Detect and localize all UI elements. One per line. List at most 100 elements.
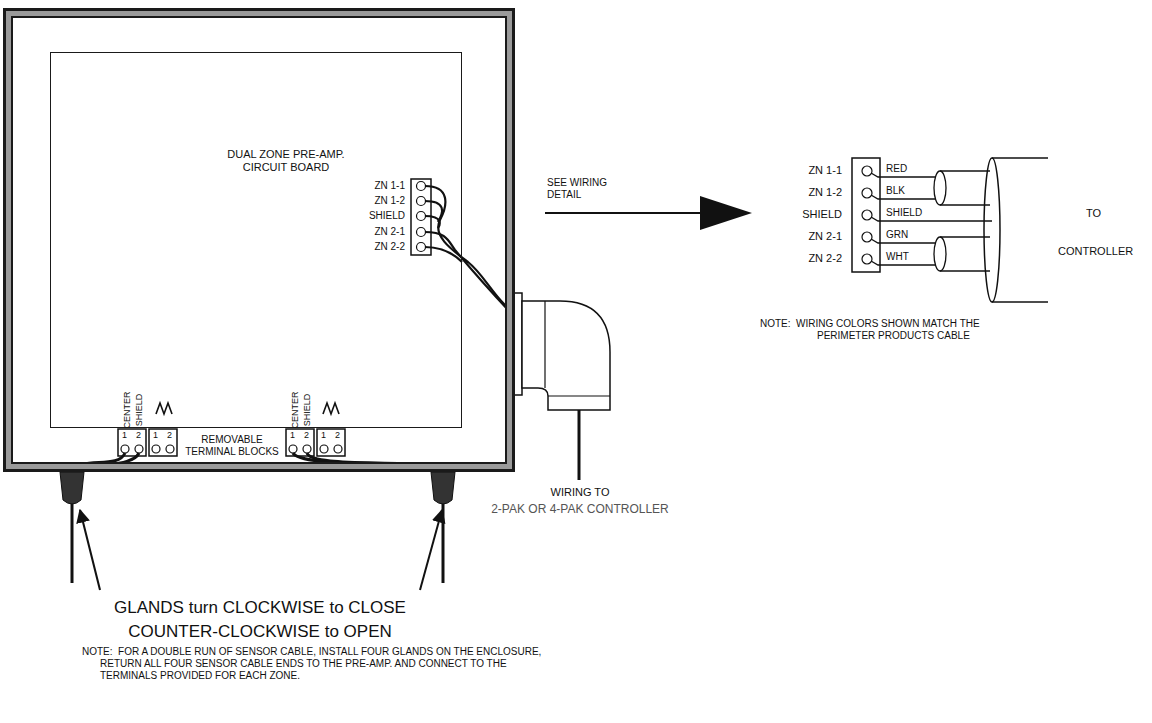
block-screws xyxy=(289,445,297,453)
wiring-label: 2-PAK OR 4-PAK CONTROLLER xyxy=(460,502,700,516)
cable-jacket xyxy=(984,158,1000,302)
terminal-screws xyxy=(417,228,426,237)
terminal-label: ZN 2-2 xyxy=(345,241,405,253)
block-screws xyxy=(320,445,328,453)
gland-instruction: GLANDS turn CLOCKWISE to CLOSE COUNTER-C… xyxy=(95,596,425,644)
controller-wires xyxy=(425,216,440,228)
cable-jacket xyxy=(992,157,1048,159)
terminal-blocks xyxy=(118,429,146,456)
wire-color: BLK xyxy=(886,185,905,197)
leader-arrow xyxy=(80,510,100,590)
detail-screws xyxy=(862,188,872,198)
controller-wires xyxy=(425,232,510,312)
cable-pair xyxy=(940,236,990,237)
sensor-cable xyxy=(71,503,74,583)
detail-screws xyxy=(862,210,872,220)
terminal-label: ZN 1-1 xyxy=(345,180,405,192)
termination-symbol xyxy=(323,403,339,414)
terminal-blocks xyxy=(317,429,345,456)
conduit-elbow xyxy=(522,301,610,410)
detail-callout: SEE WIRING DETAIL xyxy=(547,177,625,201)
cable-pair xyxy=(934,171,990,271)
circuit-board: DUAL ZONE PRE-AMP. CIRCUIT BOARD xyxy=(50,52,462,428)
destination-label: TO xyxy=(1086,207,1101,220)
terminal-blocks xyxy=(286,429,314,456)
wire-color: RED xyxy=(886,163,907,175)
block-screws xyxy=(334,445,342,453)
leader-arrow xyxy=(80,510,442,590)
detail-arrow-head xyxy=(700,196,752,230)
controller-wires xyxy=(425,201,442,222)
termination-symbol xyxy=(156,403,172,414)
terminal-screws xyxy=(417,243,426,252)
terminal-screws xyxy=(417,182,426,252)
cable-pair xyxy=(934,171,946,205)
pin-number: 1 xyxy=(122,430,127,441)
cable-pair xyxy=(940,270,990,271)
cable-gland xyxy=(431,472,455,504)
wire-color: GRN xyxy=(886,229,908,241)
detail-screws xyxy=(862,232,872,242)
cable-jacket xyxy=(984,158,1048,302)
conduit-collar xyxy=(544,301,545,388)
pin-number: 1 xyxy=(290,430,295,441)
enclosure-box: REMOVABLE TERMINAL BLOCKS DUAL ZONE PRE-A… xyxy=(3,8,515,472)
cable-jacket xyxy=(992,301,1048,303)
terminal-label: ZN 1-2 xyxy=(345,195,405,207)
detail-wires xyxy=(871,173,992,265)
pin-name: CENTER xyxy=(123,391,132,428)
terminal-label: ZN 2-1 xyxy=(780,230,842,243)
pin-name: CENTER xyxy=(291,391,300,428)
sensor-cable xyxy=(442,503,445,583)
terminal-label: SHIELD xyxy=(780,208,842,221)
pin-number: 2 xyxy=(304,430,309,441)
destination-label: CONTROLLER xyxy=(1058,245,1133,258)
pin-number: 2 xyxy=(335,430,340,441)
block-screws xyxy=(121,445,129,453)
detail-arrow-line xyxy=(545,212,705,214)
cable-pair xyxy=(940,204,990,205)
terminal-label: SHIELD xyxy=(345,210,405,222)
block-screws xyxy=(303,445,311,453)
pin-number: 2 xyxy=(136,430,141,441)
cable-gland xyxy=(60,472,455,504)
terminal-screws xyxy=(417,212,426,221)
detail-screws xyxy=(862,254,872,264)
terminal-screws xyxy=(417,182,426,191)
cable-pair xyxy=(940,170,990,171)
terminal-label: ZN 1-2 xyxy=(780,186,842,199)
pin-name: SHIELD xyxy=(303,394,312,427)
block-screws xyxy=(166,445,174,453)
cable-gland xyxy=(60,472,84,504)
detail-screws xyxy=(862,166,872,176)
termination-symbol xyxy=(156,403,339,414)
terminal-screws xyxy=(417,197,426,206)
wire-color: SHIELD xyxy=(886,207,922,219)
terminal-label: ZN 1-1 xyxy=(780,164,842,177)
pin-number: 2 xyxy=(167,430,172,441)
detail-screws xyxy=(862,166,872,264)
block-screws xyxy=(135,445,143,453)
sensor-cable xyxy=(72,453,443,583)
controller-cable xyxy=(578,410,581,480)
conduit-collar xyxy=(548,395,610,396)
enclosure-note: REMOVABLE TERMINAL BLOCKS xyxy=(182,434,282,458)
controller-wires xyxy=(425,247,462,262)
board-title: DUAL ZONE PRE-AMP. CIRCUIT BOARD xyxy=(211,148,361,174)
pin-number: 1 xyxy=(321,430,326,441)
terminal-label: ZN 2-1 xyxy=(345,226,405,238)
pin-number: 1 xyxy=(153,430,158,441)
controller-wires xyxy=(425,186,505,305)
leader-arrow xyxy=(420,510,442,590)
terminal-label: ZN 2-2 xyxy=(780,252,842,265)
block-screws xyxy=(152,445,160,453)
terminal-blocks xyxy=(149,429,177,456)
detail-note: NOTE: WIRING COLORS SHOWN MATCH THE PERI… xyxy=(760,318,1022,342)
pin-name: SHIELD xyxy=(135,394,144,427)
wire-color: WHT xyxy=(886,251,909,263)
cable-pair xyxy=(934,237,946,271)
controller-wires xyxy=(425,186,510,312)
wiring-label: WIRING TO xyxy=(480,486,680,499)
double-run-note: NOTE: FOR A DOUBLE RUN OF SENSOR CABLE, … xyxy=(82,646,555,682)
